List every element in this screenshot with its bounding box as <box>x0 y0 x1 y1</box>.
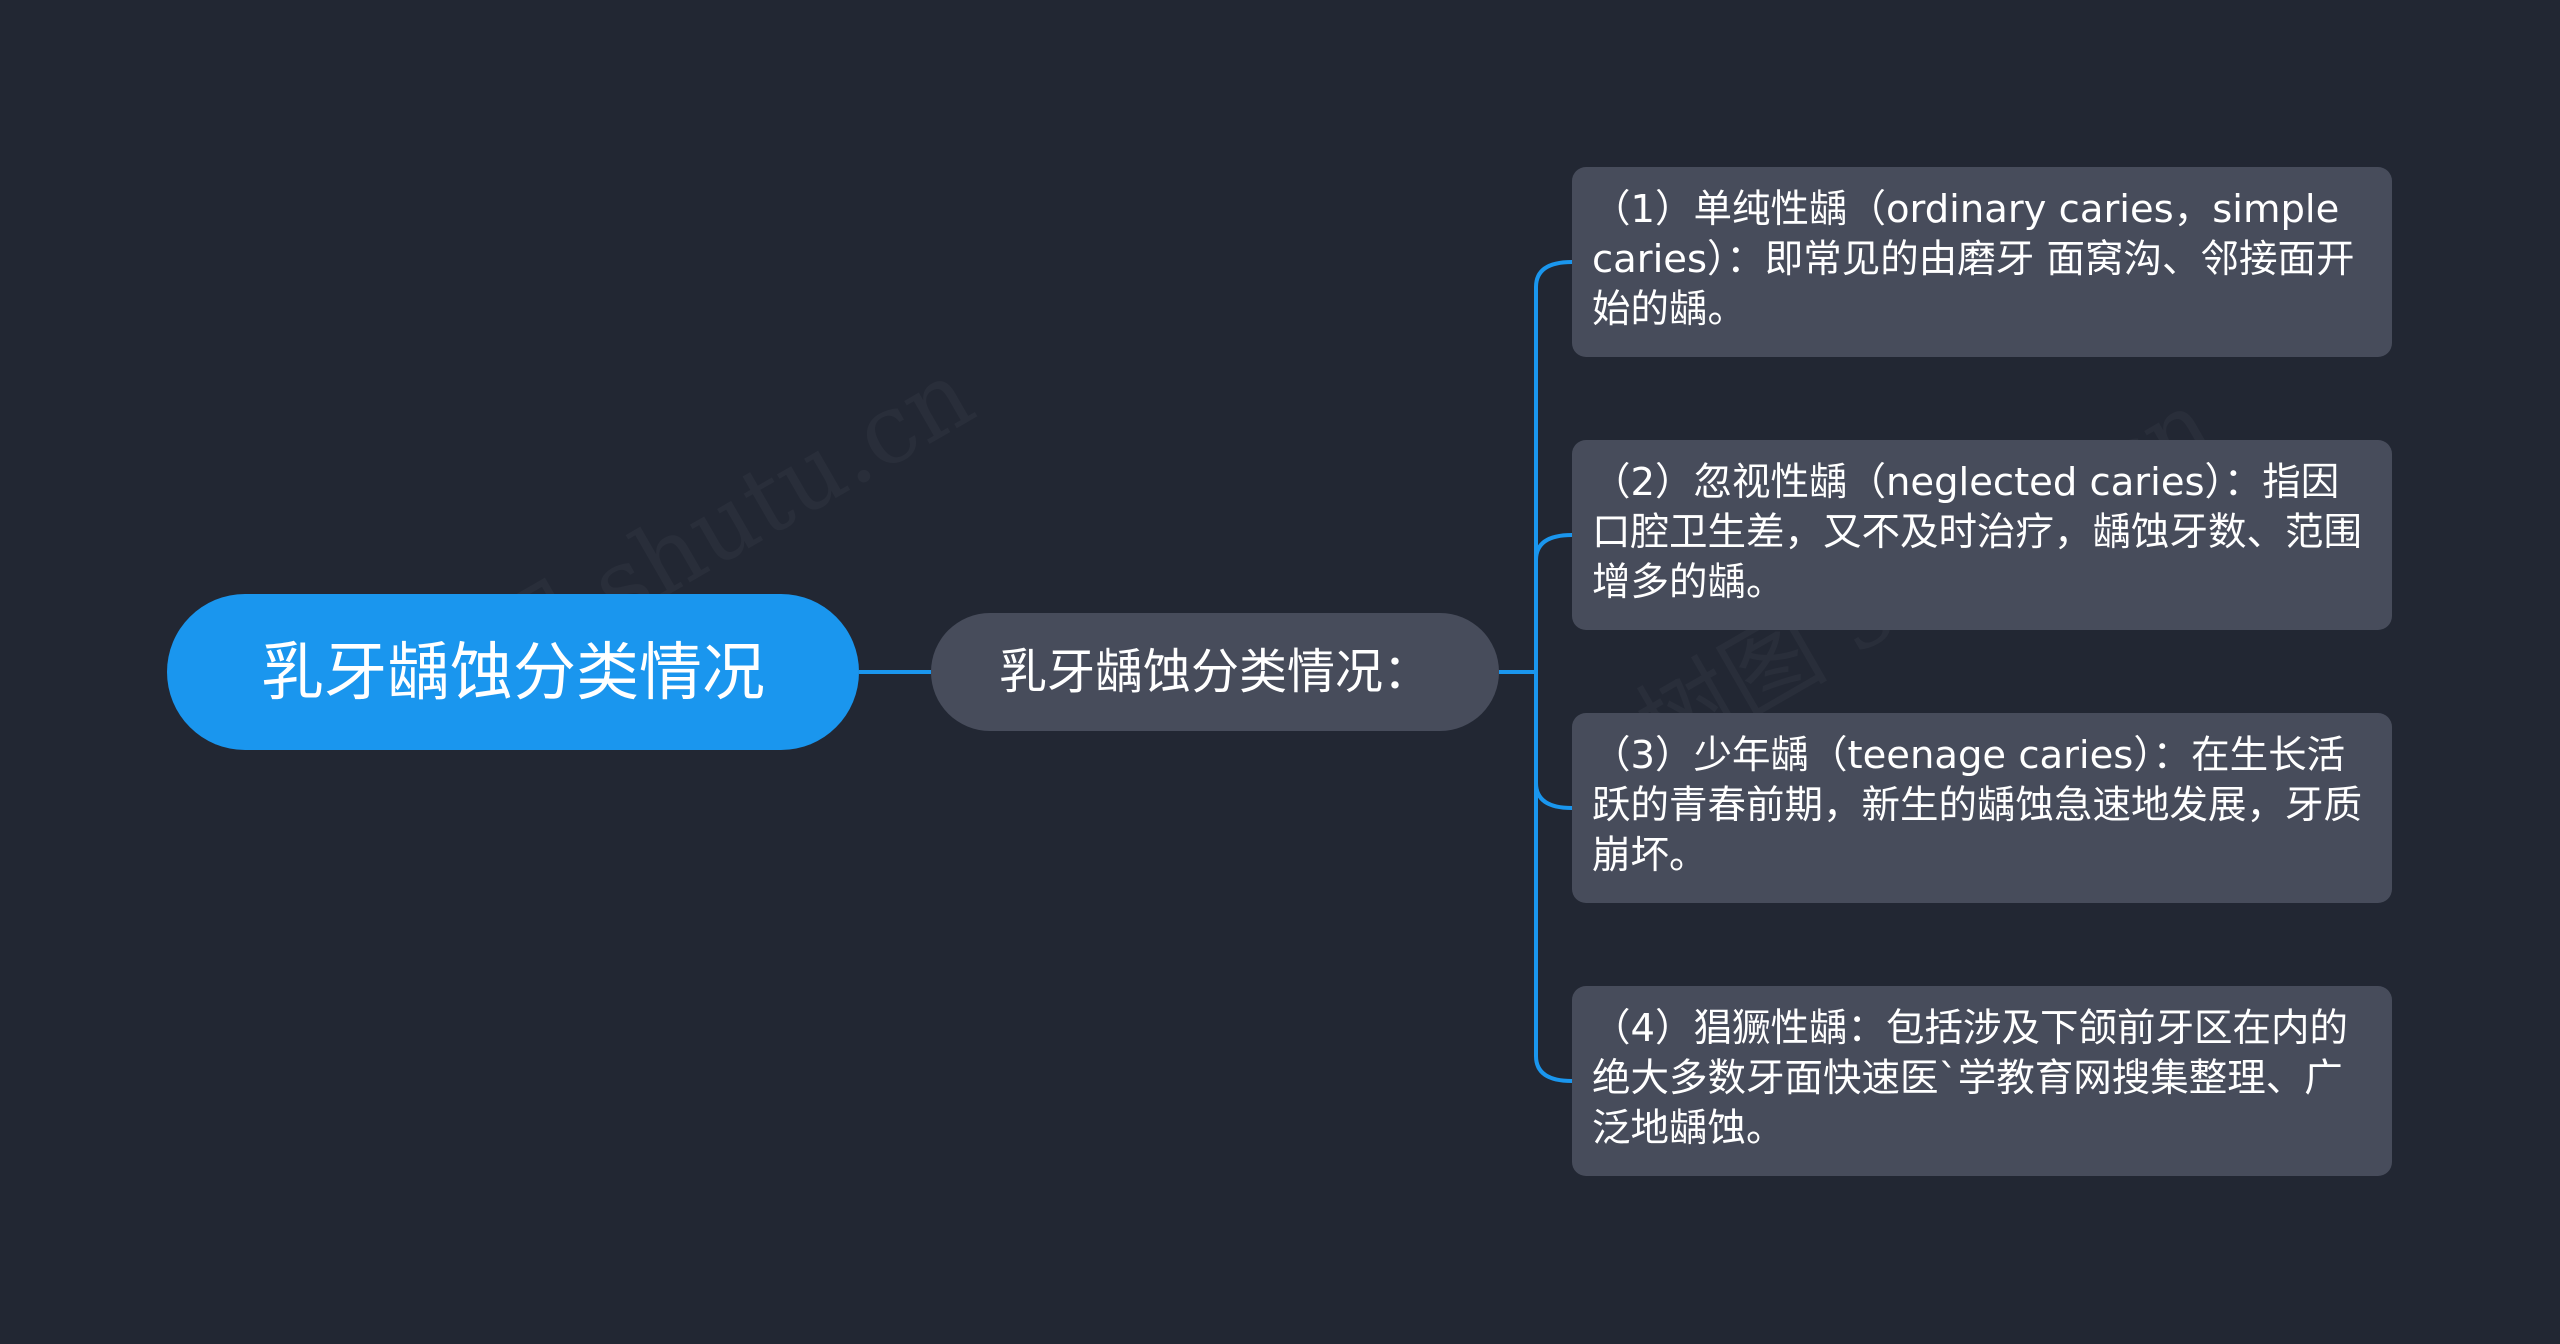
leaf-node-text: （3）少年龋（teenage caries）：在生长活跃的青春前期，新生的龋蚀急… <box>1592 733 2363 878</box>
leaf-node-text: （1）单纯性龋（ordinary caries，simple caries）：即… <box>1592 187 2355 332</box>
leaf-node[interactable]: （2）忽视性龋（neglected caries）：指因口腔卫生差，又不及时治疗… <box>1572 440 2392 630</box>
branch-node[interactable]: 乳牙龋蚀分类情况： <box>931 613 1499 731</box>
leaf-node-text: （2）忽视性龋（neglected caries）：指因口腔卫生差，又不及时治疗… <box>1592 460 2363 605</box>
leaf-node-text: （4）猖獗性龋：包括涉及下颌前牙区在内的绝大多数牙面快速医`学教育网搜集整理、广… <box>1592 1006 2348 1151</box>
leaf-node[interactable]: （3）少年龋（teenage caries）：在生长活跃的青春前期，新生的龋蚀急… <box>1572 713 2392 903</box>
leaf-node[interactable]: （4）猖獗性龋：包括涉及下颌前牙区在内的绝大多数牙面快速医`学教育网搜集整理、广… <box>1572 986 2392 1176</box>
branch-node-label: 乳牙龋蚀分类情况： <box>998 644 1431 700</box>
branch-to-leaf-2-connector <box>1534 533 1573 672</box>
branch-to-leaf-1-connector <box>1534 260 1573 672</box>
root-node-label: 乳牙龋蚀分类情况 <box>261 635 765 709</box>
leaf-node[interactable]: （1）单纯性龋（ordinary caries，simple caries）：即… <box>1572 167 2392 357</box>
branch-to-leaf-4-connector <box>1534 672 1573 1083</box>
root-node[interactable]: 乳牙龋蚀分类情况 <box>167 594 859 750</box>
branch-to-leaf-3-connector <box>1534 672 1573 810</box>
